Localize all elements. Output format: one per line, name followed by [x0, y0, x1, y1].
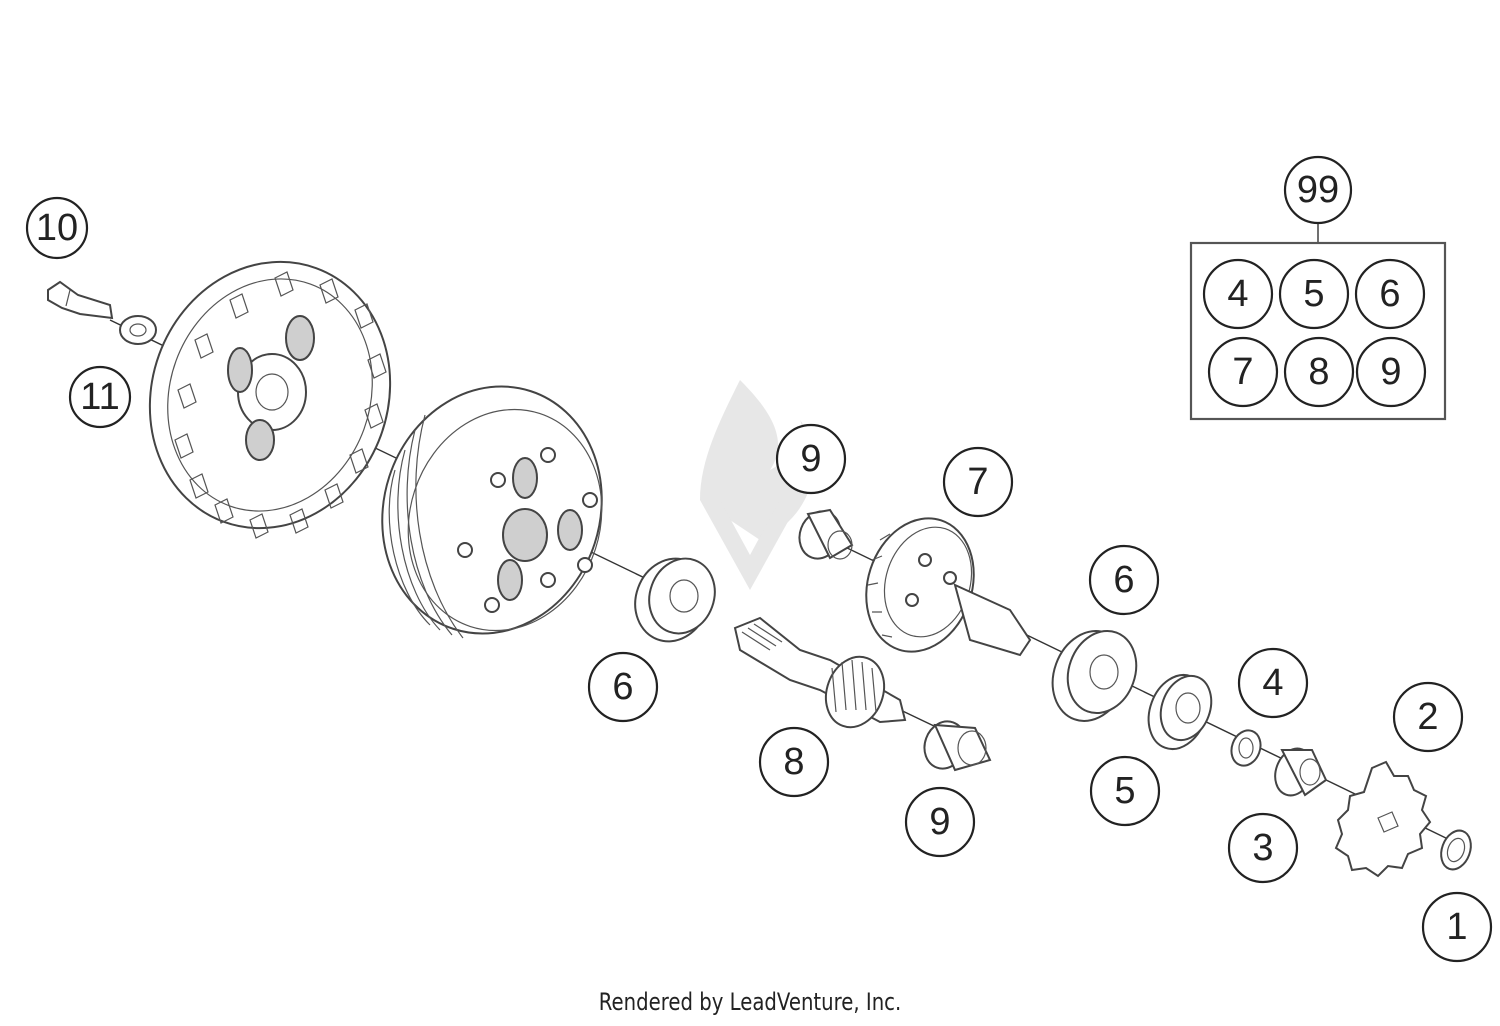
gear-part: [865, 517, 1032, 657]
svg-text:6: 6: [1113, 559, 1134, 601]
svg-text:2: 2: [1417, 696, 1438, 738]
svg-text:7: 7: [1232, 351, 1253, 393]
washer-part: [119, 315, 157, 345]
leadventure-watermark: [700, 380, 815, 590]
svg-text:8: 8: [1308, 351, 1329, 393]
shaft-part: [733, 616, 907, 729]
callout-6-right: 6: [1088, 544, 1160, 616]
svg-text:99: 99: [1297, 169, 1339, 211]
callout-9-top: 9: [775, 423, 847, 495]
clutch-basket-part: [148, 260, 392, 539]
svg-text:9: 9: [1380, 351, 1401, 393]
needle-bearing-top-part: [798, 508, 854, 560]
svg-text:11: 11: [80, 376, 119, 418]
sprocket-part: [1334, 760, 1432, 878]
callout-10: 10: [25, 196, 89, 260]
callout-kit-4: 4: [1202, 258, 1274, 330]
svg-text:8: 8: [783, 741, 804, 783]
svg-text:3: 3: [1252, 827, 1273, 869]
svg-text:9: 9: [929, 801, 950, 843]
svg-text:6: 6: [1379, 273, 1400, 315]
footer-credit: Rendered by LeadVenture, Inc.: [598, 988, 902, 1016]
callout-kit-7: 7: [1207, 336, 1279, 408]
callout-7: 7: [942, 446, 1014, 518]
bearing-left-part: [634, 557, 716, 643]
circlip-part: [1440, 829, 1472, 871]
callout-kit-6: 6: [1354, 258, 1426, 330]
callout-11: 11: [68, 365, 132, 429]
clutch-pack-part: [381, 385, 603, 639]
svg-text:1: 1: [1446, 906, 1467, 948]
svg-text:4: 4: [1227, 273, 1248, 315]
callout-kit-5: 5: [1278, 258, 1350, 330]
spacer-part: [1274, 747, 1328, 797]
callout-99: 99: [1283, 155, 1353, 225]
svg-text:5: 5: [1114, 770, 1135, 812]
needle-bearing-bottom-part: [923, 720, 992, 772]
callout-kit-8: 8: [1283, 336, 1355, 408]
bolt-part: [47, 280, 114, 320]
callout-8: 8: [758, 726, 830, 798]
callout-1: 1: [1421, 891, 1493, 963]
callout-2: 2: [1392, 681, 1464, 753]
callout-5: 5: [1089, 755, 1161, 827]
kit-box: [1189, 241, 1447, 421]
svg-text:10: 10: [36, 207, 78, 249]
bearing-right-part: [1051, 629, 1138, 722]
svg-text:9: 9: [800, 438, 821, 480]
callout-6-left: 6: [587, 651, 659, 723]
callout-3: 3: [1227, 812, 1299, 884]
callout-9-bottom: 9: [904, 786, 976, 858]
svg-text:7: 7: [967, 461, 988, 503]
svg-text:6: 6: [612, 666, 633, 708]
o-ring-part: [1230, 729, 1262, 767]
svg-text:5: 5: [1303, 273, 1324, 315]
seal-part: [1147, 674, 1213, 750]
callout-4: 4: [1237, 647, 1309, 719]
callout-kit-9: 9: [1355, 336, 1427, 408]
svg-text:4: 4: [1262, 662, 1283, 704]
